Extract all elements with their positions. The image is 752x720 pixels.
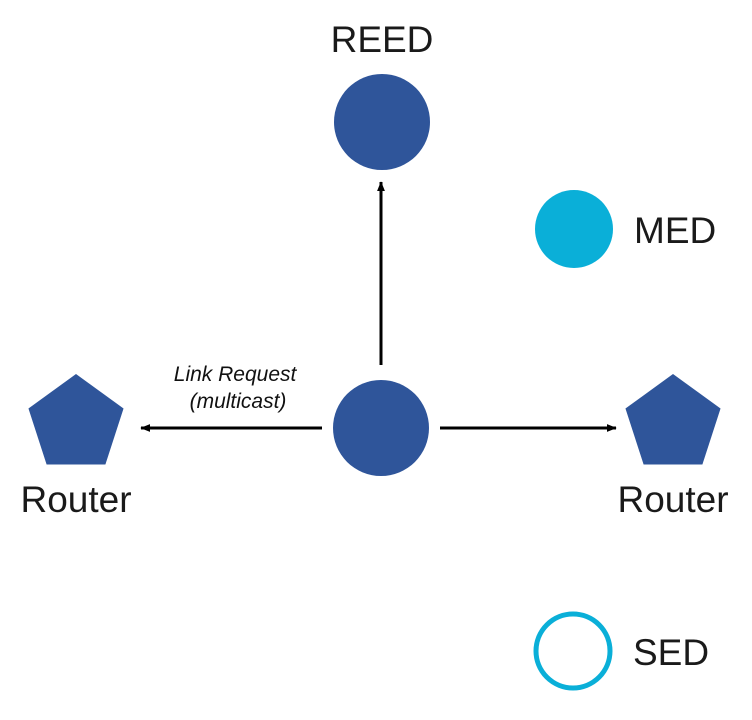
edge-label-line-2: (multicast) xyxy=(190,390,287,413)
node-label-router-left: Router xyxy=(20,479,131,520)
edge-label-line-1: Link Request xyxy=(174,363,298,386)
edge-label-group: Link Request (multicast) xyxy=(174,363,302,413)
edge-group xyxy=(140,181,617,432)
node-router-right-pentagon[interactable] xyxy=(625,374,721,465)
node-label-sed: SED xyxy=(633,632,709,673)
node-reed-circle[interactable] xyxy=(334,74,430,170)
node-label-group: REED MED SED Router Router xyxy=(20,19,728,673)
node-shape-group xyxy=(28,74,721,691)
node-label-router-right: Router xyxy=(617,479,728,520)
node-leader-circle[interactable] xyxy=(333,380,429,476)
node-router-left-pentagon[interactable] xyxy=(28,374,124,465)
node-med-circle[interactable] xyxy=(535,190,613,268)
edge-label-link-request: Link Request (multicast) xyxy=(174,363,302,413)
node-sed-circle[interactable] xyxy=(533,611,613,691)
node-label-med: MED xyxy=(634,210,716,251)
node-label-reed: REED xyxy=(331,19,434,60)
